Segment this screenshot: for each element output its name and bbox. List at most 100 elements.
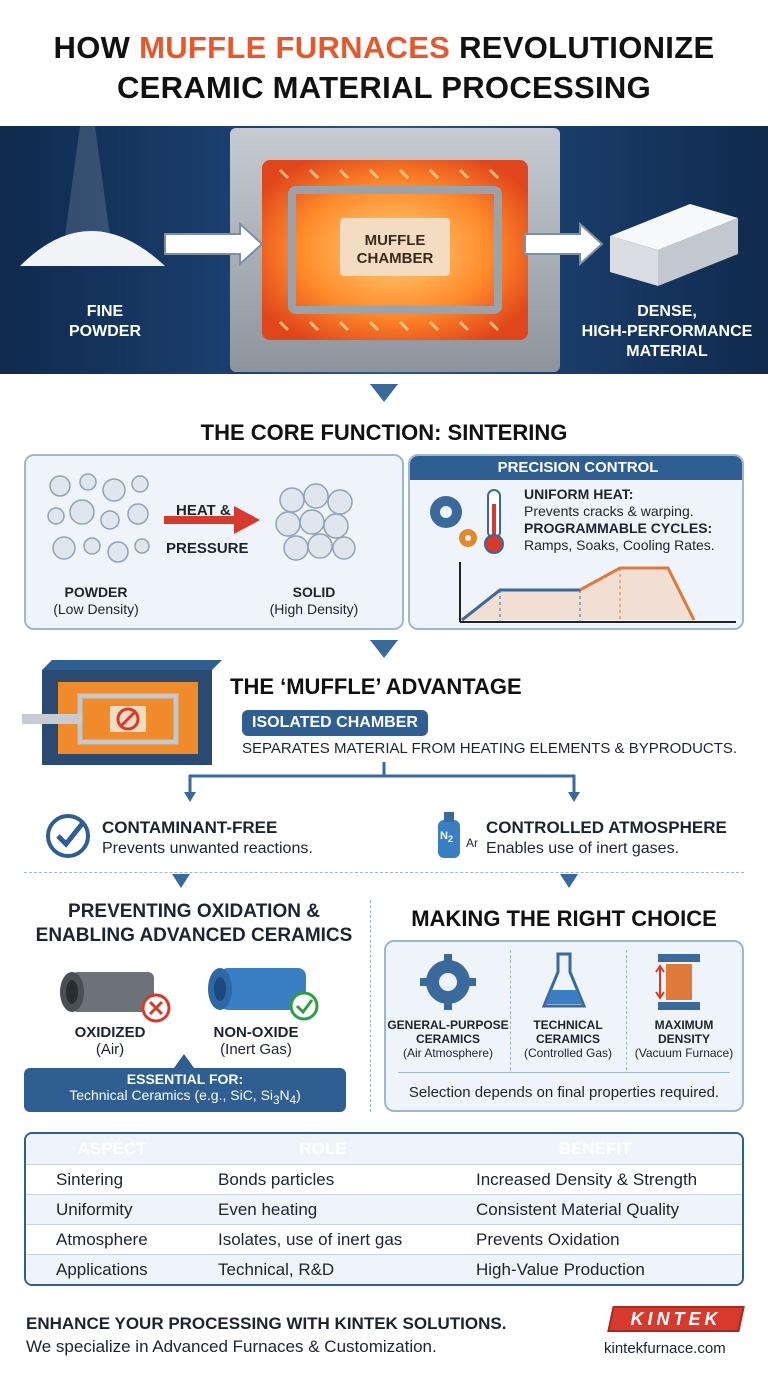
oxidation-title: PREVENTING OXIDATION & ENABLING ADVANCED… xyxy=(24,900,364,948)
flow-arrow xyxy=(370,384,398,402)
furnace-illustration xyxy=(20,126,738,372)
input-label: FINE POWDER xyxy=(40,302,170,342)
cell-aspect: Sintering xyxy=(56,1169,124,1189)
output-label-line: DENSE, xyxy=(637,303,697,320)
output-label-line: HIGH-PERFORMANCE xyxy=(581,323,753,340)
precision-items: UNIFORM HEAT: Prevents cracks & warping.… xyxy=(524,486,742,554)
solid-particles-icon xyxy=(275,483,356,561)
callout-pointer xyxy=(174,1054,194,1068)
choice-option-density: MAXIMUM DENSITY (Vacuum Furnace) xyxy=(626,1018,742,1060)
branch-connector xyxy=(184,762,580,802)
gear-thermometer-icon xyxy=(430,489,504,554)
temperature-profile-graph xyxy=(459,562,736,623)
opt2-line: CERAMICS xyxy=(535,1032,600,1046)
sub3: 3 xyxy=(273,1093,280,1107)
gas-sub: 2 xyxy=(447,834,454,845)
muffle-text: SEPARATES MATERIAL FROM HEATING ELEMENTS… xyxy=(242,740,738,757)
choice-note: Selection depends on final properties re… xyxy=(408,1084,720,1101)
cell-benefit: Increased Density & Strength xyxy=(476,1169,698,1189)
choice-panel: GENERAL-PURPOSE CERAMICS (Air Atmosphere… xyxy=(384,940,744,1112)
flow-arrow-small xyxy=(560,874,578,888)
uniform-heat-title: UNIFORM HEAT: xyxy=(524,486,634,502)
opt2-line: TECHNICAL xyxy=(533,1018,603,1032)
essential-n: N xyxy=(279,1087,290,1103)
opt1-line: CERAMICS xyxy=(415,1032,480,1046)
summary-table: ASPECT ROLE BENEFIT Sintering Bonds part… xyxy=(24,1132,744,1286)
table-row: Sintering Bonds particles Increased Dens… xyxy=(26,1164,742,1194)
process-arrow xyxy=(164,506,260,534)
cell-aspect: Applications xyxy=(56,1259,148,1279)
powder-particles-icon xyxy=(47,473,150,563)
input-label-line: POWDER xyxy=(69,323,141,340)
flow-arrow-small xyxy=(172,874,190,888)
flask-icon xyxy=(542,952,586,1008)
sintering-panel: HEAT & PRESSURE POWDER (Low Density) SOL… xyxy=(24,454,404,630)
footer-sub: We specialize in Advanced Furnaces & Cus… xyxy=(26,1337,437,1356)
chamber-label-line: CHAMBER xyxy=(356,250,434,267)
contaminant-free-text: Prevents unwanted reactions. xyxy=(102,840,313,857)
cell-role: Technical, R&D xyxy=(218,1259,335,1279)
table-header: ASPECT ROLE BENEFIT xyxy=(26,1134,742,1164)
header-aspect: ASPECT xyxy=(77,1139,147,1158)
oxidation-title-line: ENABLING ADVANCED CERAMICS xyxy=(35,925,353,946)
core-title: THE CORE FUNCTION: SINTERING xyxy=(200,420,568,445)
powder-label: POWDER xyxy=(64,584,128,600)
cell-benefit: Consistent Material Quality xyxy=(476,1199,680,1219)
process-label: HEAT & xyxy=(176,502,231,519)
cell-role: Isolates, use of inert gas xyxy=(218,1229,403,1249)
opt3-sub: (Vacuum Furnace) xyxy=(634,1046,734,1060)
table-row: Atmosphere Isolates, use of inert gas Pr… xyxy=(26,1224,742,1254)
controlled-atmosphere-text: Enables use of inert gases. xyxy=(486,840,680,857)
cycles-text: Ramps, Soaks, Cooling Rates. xyxy=(524,537,715,553)
isolated-chamber-pill: ISOLATED CHAMBER xyxy=(242,710,428,736)
cycles-title: PROGRAMMABLE CYCLES: xyxy=(524,520,713,536)
header-role: ROLE xyxy=(299,1139,347,1158)
input-label-line: FINE xyxy=(86,303,124,320)
brand-url[interactable]: kintekfurnace.com xyxy=(604,1340,726,1357)
oxidation-title-line: PREVENTING OXIDATION & xyxy=(68,901,320,922)
solid-label: SOLID xyxy=(292,584,336,600)
process-label-2: PRESSURE xyxy=(166,540,249,557)
gas-n: N xyxy=(440,830,448,842)
hero-banner: FINE POWDER MUFFLE CHAMBER DENSE, HIGH-P… xyxy=(0,126,768,374)
precision-panel: PRECISION CONTROL UNIFORM HEAT: Prevents… xyxy=(408,454,744,630)
choice-divider xyxy=(626,950,627,1070)
output-label-line: MATERIAL xyxy=(626,343,708,360)
non-oxide-label: NON-OXIDE xyxy=(213,1024,299,1041)
oxidized-label: OXIDIZED xyxy=(74,1024,146,1041)
essential-text-pre: Technical Ceramics (e.g., SiC, Si xyxy=(69,1087,274,1103)
output-label: DENSE, HIGH-PERFORMANCE MATERIAL xyxy=(572,302,762,362)
gas-cylinder-icon xyxy=(438,812,460,858)
cell-aspect: Atmosphere xyxy=(56,1229,148,1249)
opt3-line: DENSITY xyxy=(657,1032,710,1046)
opt1-line: GENERAL-PURPOSE xyxy=(387,1018,509,1032)
essential-title: ESSENTIAL FOR: xyxy=(126,1071,244,1087)
opt1-sub: (Air Atmosphere) xyxy=(402,1046,494,1060)
cell-aspect: Uniformity xyxy=(56,1199,133,1219)
opt3-line: MAXIMUM xyxy=(654,1018,714,1032)
divider xyxy=(24,872,744,873)
cell-benefit: High-Value Production xyxy=(476,1259,645,1279)
controlled-atmosphere-title: CONTROLLED ATMOSPHERE xyxy=(486,818,727,837)
table-row: Applications Technical, R&D High-Value P… xyxy=(26,1254,742,1284)
chamber-label: MUFFLE CHAMBER xyxy=(340,232,450,268)
essential-text: Technical Ceramics (e.g., SiC, Si3N4) xyxy=(24,1087,346,1107)
oxidized-caption: OXIDIZED (Air) xyxy=(60,1024,160,1058)
uniform-heat-text: Prevents cracks & warping. xyxy=(524,503,694,519)
header-benefit: BENEFIT xyxy=(558,1139,632,1158)
non-oxide-sub: (Inert Gas) xyxy=(220,1041,292,1058)
gas-n2: N2 xyxy=(440,830,453,844)
vertical-divider xyxy=(370,900,371,1112)
brand-name: KINTEK xyxy=(630,1309,722,1329)
compression-icon xyxy=(655,954,700,1010)
choice-option-general: GENERAL-PURPOSE CERAMICS (Air Atmosphere… xyxy=(386,1018,510,1060)
footer-headline: ENHANCE YOUR PROCESSING WITH KINTEK SOLU… xyxy=(26,1314,507,1333)
gas-ar: Ar xyxy=(466,836,478,850)
checkmark-icon xyxy=(46,814,90,858)
title-accent: MUFFLE FURNACES xyxy=(139,30,451,65)
page-title: HOW MUFFLE FURNACES REVOLUTIONIZE xyxy=(0,30,768,66)
cell-benefit: Prevents Oxidation xyxy=(476,1229,620,1249)
precision-header: PRECISION CONTROL xyxy=(410,456,742,480)
choice-title: MAKING THE RIGHT CHOICE xyxy=(411,906,717,931)
powder-caption: POWDER (Low Density) xyxy=(36,584,156,618)
